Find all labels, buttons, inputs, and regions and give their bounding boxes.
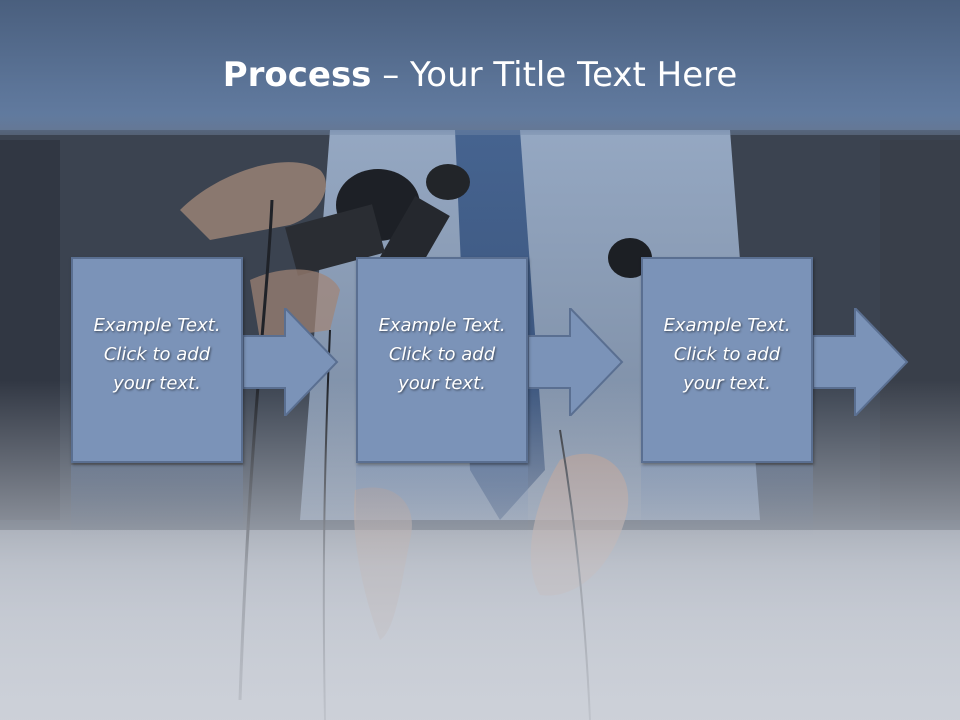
step-2-box[interactable]: Example Text. Click to add your text. (356, 257, 528, 463)
step-3-box[interactable]: Example Text. Click to add your text. (641, 257, 813, 463)
title-band (0, 0, 960, 135)
right-arrow-icon (528, 308, 624, 416)
slide-title-bold: Process (222, 55, 372, 95)
right-arrow-icon (243, 308, 339, 416)
step-1-reflection (71, 465, 243, 535)
step-1-text[interactable]: Example Text. Click to add your text. (93, 315, 221, 394)
slide-title-rest: – Your Title Text Here (371, 55, 738, 95)
slide-title[interactable]: Process – Your Title Text Here (0, 52, 960, 98)
step-3-text[interactable]: Example Text. Click to add your text. (663, 315, 791, 394)
step-2-reflection (356, 465, 528, 535)
step-1-box[interactable]: Example Text. Click to add your text. (71, 257, 243, 463)
step-3-reflection (641, 465, 813, 535)
step-2-text[interactable]: Example Text. Click to add your text. (378, 315, 506, 394)
right-arrow-icon (813, 308, 909, 416)
